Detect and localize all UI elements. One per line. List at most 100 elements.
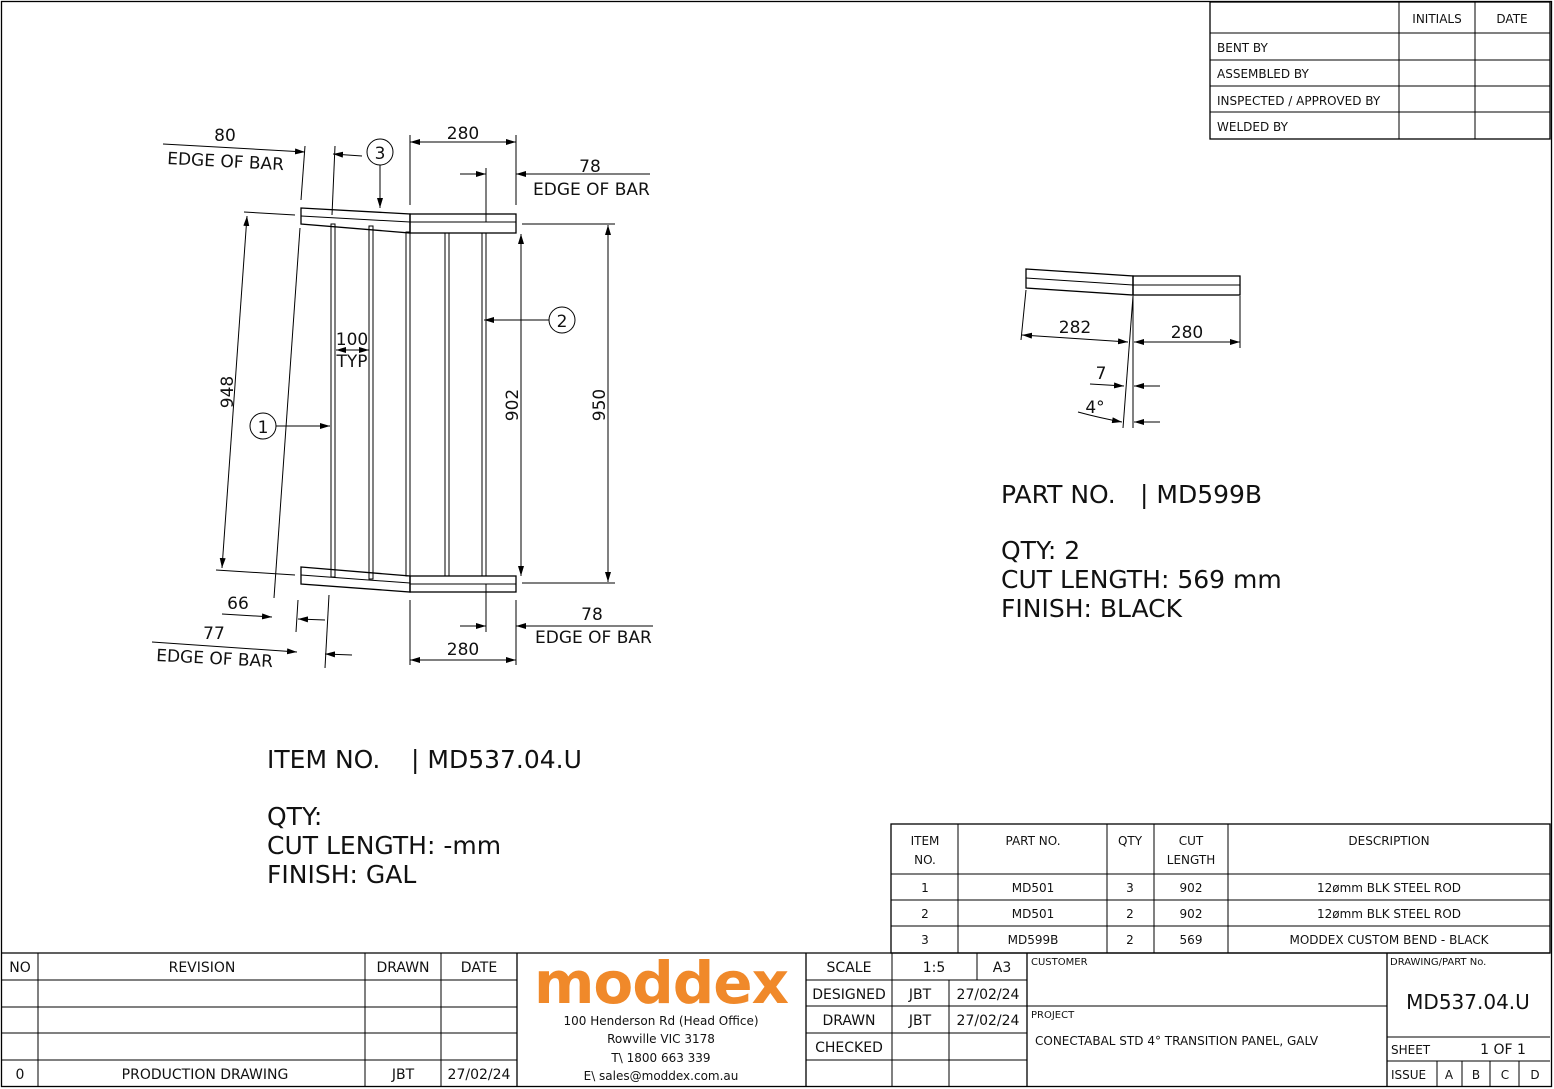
item-cut-length: CUT LENGTH: -mm — [267, 831, 501, 860]
dim-100: 100 — [336, 330, 368, 350]
signoff-row: BENT BY — [1217, 41, 1269, 55]
dim-80: 80 — [214, 126, 236, 146]
table-row: 3 MD599B 2 569 MODDEX CUSTOM BEND - BLAC… — [921, 933, 1489, 947]
dim-280-bottom: 280 — [447, 640, 479, 660]
part-cut-length: CUT LENGTH: 569 mm — [1001, 565, 1282, 594]
dim-902: 902 — [503, 389, 523, 421]
top-left-bar — [300, 207, 411, 234]
date-header: DATE — [1496, 12, 1527, 26]
company-phone: T\ 1800 663 339 — [610, 1051, 710, 1065]
label: MD501 — [1012, 881, 1055, 895]
label: 2 — [1126, 907, 1134, 921]
rev-header-no: NO — [9, 960, 31, 976]
header-length: LENGTH — [1167, 853, 1215, 867]
title-block: SCALE 1:5 A3 DESIGNED JBT 27/02/24 DRAWN… — [805, 953, 1550, 1087]
rods — [330, 223, 487, 580]
company-address-2: Rowville VIC 3178 — [607, 1032, 715, 1046]
label: 3 — [1126, 881, 1134, 895]
dim-note: EDGE OF BAR — [533, 180, 650, 200]
dim-typ: TYP — [335, 352, 367, 372]
moddex-logo: moddex — [534, 949, 789, 1017]
item-info: ITEM NO. | MD537.04.U QTY: CUT LENGTH: -… — [267, 745, 582, 889]
drawing-no: MD537.04.U — [1406, 990, 1530, 1014]
dimension-lines — [151, 135, 653, 669]
customer-label: CUSTOMER — [1031, 957, 1088, 968]
balloon-2: 2 — [484, 306, 576, 334]
signoff-row: ASSEMBLED BY — [1217, 67, 1310, 81]
label: 2 — [921, 907, 929, 921]
label: 569 — [1180, 933, 1203, 947]
initials-header: INITIALS — [1412, 12, 1461, 26]
header-qty: QTY — [1118, 834, 1143, 848]
header-item-no: NO. — [914, 853, 936, 867]
dim-280-top: 280 — [447, 124, 479, 144]
issue-a: A — [1445, 1068, 1454, 1082]
label: 902 — [1180, 881, 1203, 895]
rev-header-revision: REVISION — [169, 960, 236, 976]
designed-date: 27/02/24 — [957, 987, 1020, 1003]
checked-label: CHECKED — [815, 1040, 883, 1056]
label: MD599B — [1008, 933, 1059, 947]
dim-note: EDGE OF BAR — [156, 646, 274, 672]
dim-950: 950 — [590, 389, 610, 421]
label: 27/02/24 — [448, 1067, 511, 1083]
drawn-label: DRAWN — [822, 1013, 875, 1029]
label: 2 — [1126, 933, 1134, 947]
dim-78-top: 78 — [579, 157, 601, 177]
revision-table: NO REVISION DRAWN DATE 0 PRODUCTION DRAW… — [2, 953, 518, 1087]
item-no-label: ITEM NO. — [267, 745, 380, 774]
part-no: | MD599B — [1140, 480, 1262, 509]
top-right-bar — [409, 213, 517, 234]
detail-dim-282: 282 — [1059, 318, 1091, 338]
header-cut: CUT — [1179, 834, 1204, 848]
table-row: 2 MD501 2 902 12ømm BLK STEEL ROD — [921, 907, 1461, 921]
drawn-by: JBT — [908, 1013, 932, 1029]
dim-948: 948 — [218, 376, 238, 408]
detail-dim-angle: 4° — [1085, 398, 1104, 418]
label: 0 — [16, 1067, 25, 1083]
detail-dim-7: 7 — [1096, 364, 1107, 384]
designed-label: DESIGNED — [812, 987, 886, 1003]
sheet-value: 1 OF 1 — [1480, 1042, 1526, 1058]
detail-dim-280: 280 — [1171, 323, 1203, 343]
project-label: PROJECT — [1031, 1010, 1075, 1021]
label: MODDEX CUSTOM BEND - BLACK — [1289, 933, 1489, 947]
dim-77: 77 — [203, 624, 225, 644]
dim-66: 66 — [227, 594, 249, 614]
panel-front-view: 1 2 3 80 EDGE OF BAR 280 78 EDGE OF BAR … — [151, 124, 653, 672]
drawing-no-label: DRAWING/PART No. — [1390, 957, 1486, 968]
company-block: moddex 100 Henderson Rd (Head Office) Ro… — [534, 949, 790, 1083]
header-description: DESCRIPTION — [1348, 834, 1429, 848]
label: 3 — [921, 933, 929, 947]
drawn-date: 27/02/24 — [957, 1013, 1020, 1029]
dim-note: EDGE OF BAR — [167, 149, 285, 175]
dim-78-bottom: 78 — [581, 605, 603, 625]
part-no-label: PART NO. — [1001, 480, 1116, 509]
header-item: ITEM — [911, 834, 940, 848]
issue-c: C — [1501, 1068, 1509, 1082]
signoff-table: INITIALS DATE BENT BY ASSEMBLED BY INSPE… — [1209, 1, 1551, 140]
issue-b: B — [1472, 1068, 1480, 1082]
sheet-label: SHEET — [1391, 1043, 1431, 1057]
issue-d: D — [1530, 1068, 1539, 1082]
item-no: | MD537.04.U — [411, 745, 582, 774]
balloon-3: 3 — [366, 138, 394, 208]
item-qty: QTY: — [267, 802, 322, 831]
scale-label: SCALE — [827, 960, 872, 976]
designed-by: JBT — [908, 987, 932, 1003]
label: MD501 — [1012, 907, 1055, 921]
table-row: 1 MD501 3 902 12ømm BLK STEEL ROD — [921, 881, 1461, 895]
signoff-row: INSPECTED / APPROVED BY — [1217, 94, 1381, 108]
balloon-1-label: 1 — [258, 418, 269, 438]
project-name: CONECTABAL STD 4° TRANSITION PANEL, GALV — [1035, 1034, 1319, 1048]
balloon-2-label: 2 — [557, 312, 568, 332]
revision-row: 0 PRODUCTION DRAWING JBT 27/02/24 — [16, 1067, 511, 1083]
parts-table: ITEM NO. PART NO. QTY CUT LENGTH DESCRIP… — [890, 823, 1551, 954]
label: 12ømm BLK STEEL ROD — [1317, 881, 1461, 895]
part-qty: QTY: 2 — [1001, 536, 1080, 565]
part-info: PART NO. | MD599B QTY: 2 CUT LENGTH: 569… — [1001, 480, 1282, 623]
rev-header-date: DATE — [461, 960, 497, 976]
header-part-no: PART NO. — [1005, 834, 1060, 848]
bend-detail-view: 282 280 7 4° — [1020, 268, 1241, 429]
